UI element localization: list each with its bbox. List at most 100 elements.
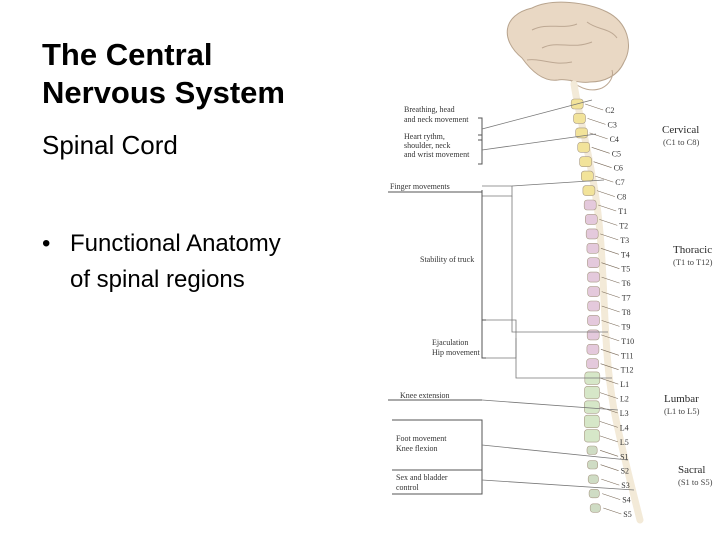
segment-label-c2: C2: [605, 106, 614, 115]
segment-label-t7: T7: [622, 294, 631, 303]
vertebra-s3: [588, 475, 598, 484]
region-labels: Cervical (C1 to C8) Thoracic (T1 to T12)…: [662, 124, 713, 487]
segment-label-t3: T3: [620, 236, 629, 245]
label-breathing-l2: and neck movement: [404, 115, 469, 124]
nerve-c3: [588, 118, 606, 124]
segment-label-t9: T9: [622, 322, 631, 331]
vertebra-s4: [589, 489, 599, 498]
bracket-trunk: [482, 190, 486, 320]
label-bladder: Sex and bladder control: [396, 473, 450, 492]
region-thoracic: Thoracic: [673, 244, 712, 256]
nerve-s3: [601, 479, 619, 485]
label-hip-l2: Hip movement: [432, 348, 481, 357]
nerve-c5: [592, 147, 610, 153]
segment-label-t8: T8: [622, 308, 631, 317]
segment-label-c7: C7: [615, 178, 624, 187]
vertebra-t10: [587, 330, 599, 340]
nerve-s2: [601, 465, 619, 471]
label-heart-l3: and wrist movement: [404, 150, 470, 159]
nerve-c4: [590, 133, 608, 139]
label-foot-l2: Knee flexion: [396, 444, 438, 453]
segment-label-l1: L1: [620, 380, 629, 389]
title-line-2: Nervous System: [42, 74, 382, 112]
vertebra-t7: [588, 287, 600, 297]
label-bladder-l1: Sex and bladder: [396, 473, 448, 482]
segment-label-s2: S2: [621, 467, 629, 476]
label-breathing: Breathing, head and neck movement: [404, 105, 469, 124]
vertebra-t2: [585, 214, 597, 224]
segment-label-l3: L3: [620, 409, 629, 418]
region-cervical: Cervical: [662, 124, 699, 136]
connector-finger: [482, 186, 512, 196]
bullet-marker: •: [42, 226, 50, 262]
vertebra-c6: [580, 157, 592, 167]
bracket-hip: [482, 320, 486, 358]
vertebra-t8: [588, 301, 600, 311]
nerve-c6: [594, 162, 612, 168]
vertebra-c7: [581, 171, 593, 181]
label-hip-l1: Ejaculation: [432, 338, 468, 347]
segment-label-c6: C6: [614, 164, 623, 173]
label-trunk-l1: Stability of truck: [420, 255, 474, 264]
vertebra-t9: [588, 315, 600, 325]
vertebra-l4: [584, 415, 599, 428]
vertebra-l2: [585, 386, 600, 399]
nerve-c7: [595, 176, 613, 182]
label-trunk: Stability of truck: [420, 255, 474, 264]
function-labels: Breathing, head and neck movement Heart …: [390, 105, 481, 492]
bracket-heart: [478, 135, 482, 164]
vertebra-c3: [574, 113, 586, 123]
bullet-line-2: of spinal regions: [42, 262, 372, 298]
segment-label-c3: C3: [608, 120, 617, 129]
label-knee: Knee extension: [400, 391, 450, 400]
title-line-1: The Central: [42, 36, 382, 74]
label-bladder-l2: control: [396, 483, 419, 492]
label-knee-l1: Knee extension: [400, 391, 450, 400]
label-heart: Heart rythm, shoulder, neck and wrist mo…: [404, 132, 470, 159]
segment-label-t12: T12: [621, 366, 634, 375]
label-foot: Foot movement Knee flexion: [396, 434, 448, 453]
segment-label-t4: T4: [621, 250, 630, 259]
box-hip: [486, 320, 516, 358]
nerve-c2: [585, 104, 603, 110]
vertebra-t3: [586, 229, 598, 239]
label-hip: Ejaculation Hip movement: [432, 338, 481, 357]
nerve-s5: [603, 508, 621, 514]
nerve-s4: [602, 494, 620, 500]
segment-label-s3: S3: [621, 481, 629, 490]
vertebra-t12: [587, 359, 599, 369]
segment-label-c4: C4: [610, 135, 619, 144]
segment-label-t11: T11: [621, 351, 634, 360]
region-sacral: Sacral: [678, 464, 705, 476]
segment-label-t5: T5: [621, 265, 630, 274]
segment-label-t10: T10: [621, 337, 634, 346]
vertebra-t5: [587, 258, 599, 268]
region-sacral-range: (S1 to S5): [678, 477, 713, 487]
vertebra-c5: [578, 142, 590, 152]
vertebra-l5: [584, 430, 599, 443]
nerve-s1: [600, 450, 618, 456]
segment-label-c5: C5: [612, 149, 621, 158]
label-heart-l1: Heart rythm,: [404, 132, 445, 141]
slide-subtitle: Spinal Cord: [42, 130, 178, 161]
connector-bladder: [482, 480, 634, 490]
segment-labels: C2C3C4C5C6C7C8T1T2T3T4T5T6T7T8T9T10T11T1…: [605, 106, 634, 519]
vertebra-l3: [584, 401, 599, 414]
vertebra-t4: [587, 243, 599, 253]
vertebra-s5: [590, 504, 600, 513]
bracket-breathing: [478, 118, 482, 140]
region-lumbar-range: (L1 to L5): [664, 406, 700, 416]
spinal-cord-figure: C2C3C4C5C6C7C8T1T2T3T4T5T6T7T8T9T10T11T1…: [382, 0, 720, 540]
vertebra-t6: [588, 272, 600, 282]
region-cervical-range: (C1 to C8): [663, 137, 700, 147]
segment-label-l4: L4: [620, 423, 629, 432]
vertebra-s2: [588, 461, 598, 470]
segment-label-s4: S4: [622, 496, 630, 505]
label-finger-l1: Finger movements: [390, 182, 450, 191]
segment-label-t2: T2: [619, 221, 628, 230]
region-thoracic-range: (T1 to T12): [673, 257, 713, 267]
segment-label-c8: C8: [617, 193, 626, 202]
bullet-line-1: Functional Anatomy: [42, 226, 372, 262]
